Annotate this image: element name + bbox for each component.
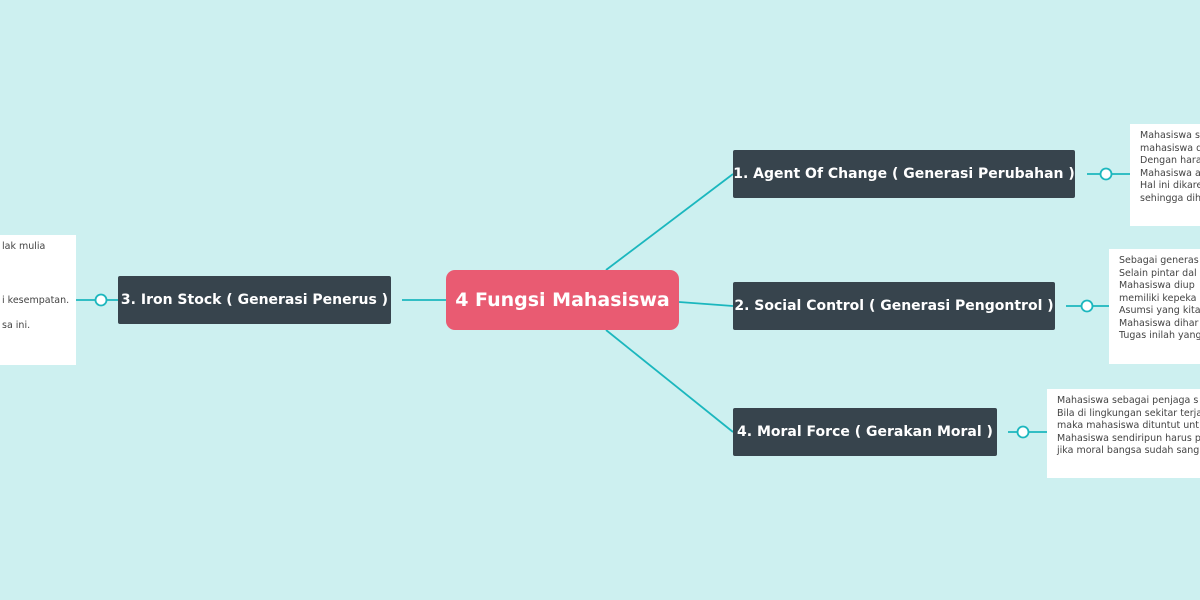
note-line: Mahasiswa dihar [1119,317,1199,329]
note-line: Sebagai generas [1119,255,1199,266]
topic-moral-force[interactable]: 4. Moral Force ( Gerakan Moral ) [733,408,997,456]
collapse-toggle-moral-force [1016,425,1030,439]
note-line: Tugas inilah yang [1119,330,1200,341]
note-line: Mahasiswa sebagai penjaga s [1057,395,1199,406]
central-topic[interactable]: 4 Fungsi Mahasiswa [446,270,679,330]
note-line: Mahasiswa a [1140,167,1200,179]
note-line: Dengan hara [1140,155,1200,166]
note-agent-of-change[interactable]: Mahasiswa s mahasiswa d Dengan hara Maha… [1130,124,1200,226]
note-line: memiliki kepeka [1119,292,1197,304]
note-line: Mahasiswa diup [1119,280,1195,291]
link-central-moral-force [605,329,734,433]
note-line: mahasiswa d [1140,142,1200,154]
note-line: Mahasiswa s [1140,130,1200,141]
topic-agent-of-change[interactable]: 1. Agent Of Change ( Generasi Perubahan … [733,150,1075,198]
note-iron-stock[interactable]: lak mulia i kesempatan. sa ini. [0,235,76,365]
link-central-agent-of-change [605,173,734,271]
note-line: Asumsi yang kita [1119,305,1200,316]
link-central-social-control [678,301,734,307]
note-line: sa ini. [2,319,31,331]
collapse-toggle-iron-stock [94,293,108,307]
collapse-toggle-social-control [1080,299,1094,313]
note-line: jika moral bangsa sudah sang [1057,445,1200,456]
note-line: maka mahasiswa dituntut unt [1057,420,1200,431]
note-line: lak mulia [2,241,46,252]
note-moral-force[interactable]: Mahasiswa sebagai penjaga s Bila di ling… [1047,389,1200,478]
note-line: i kesempatan. [2,294,70,306]
note-line: Bila di lingkungan sekitar terja [1057,407,1200,419]
collapse-toggle-agent-of-change [1099,167,1113,181]
topic-social-control[interactable]: 2. Social Control ( Generasi Pengontrol … [733,282,1055,330]
note-line: Selain pintar dal [1119,267,1197,279]
note-line: Hal ini dikare [1140,180,1200,191]
note-line [2,307,66,320]
topic-iron-stock[interactable]: 3. Iron Stock ( Generasi Penerus ) [118,276,391,324]
note-line: sehingga dih [1140,192,1200,204]
note-line [2,254,66,267]
note-line [2,266,66,279]
note-line: Mahasiswa sendiripun harus p [1057,432,1200,444]
note-social-control[interactable]: Sebagai generas Selain pintar dal Mahasi… [1109,249,1200,364]
